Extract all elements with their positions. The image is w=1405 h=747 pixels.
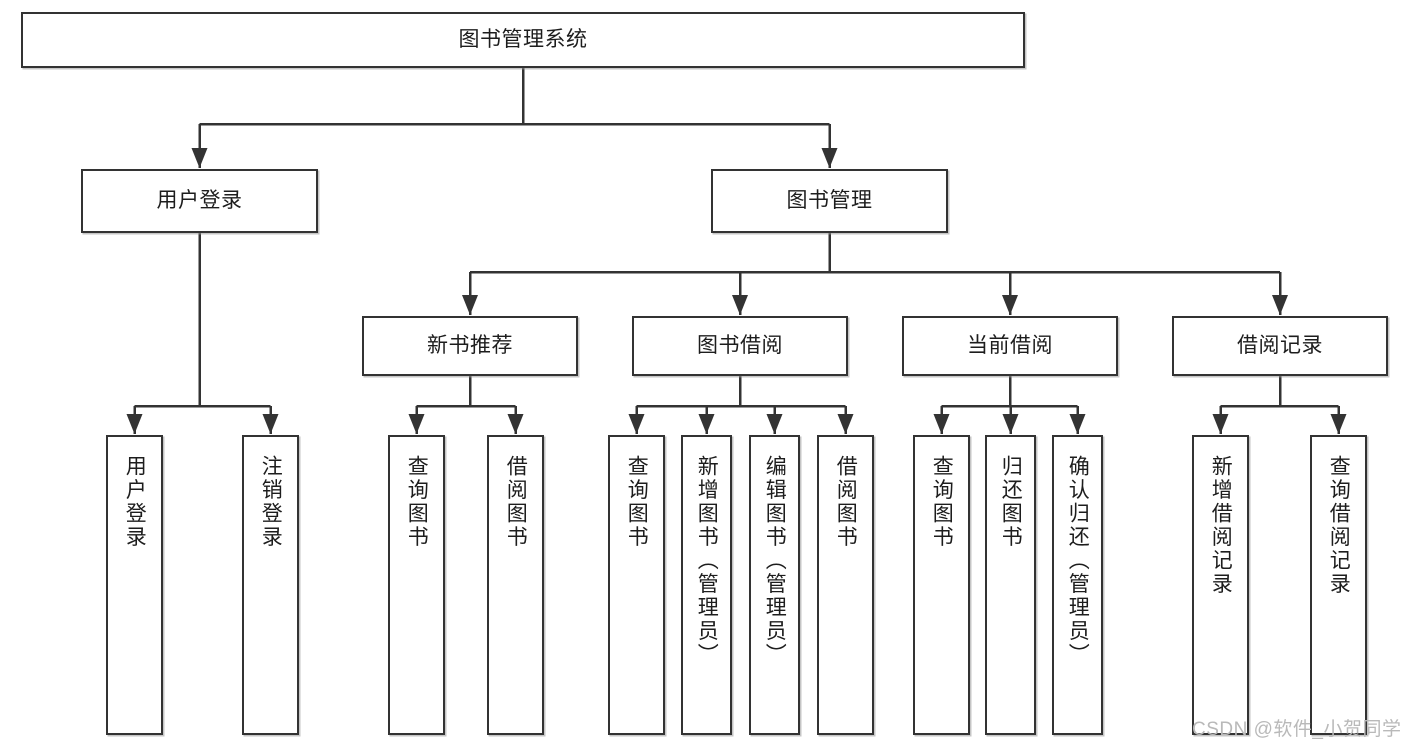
- node-leaf_0[interactable]: 用户登录: [106, 435, 163, 735]
- edge-arrowhead: [628, 414, 645, 434]
- node-label: 新增借阅记录: [1209, 455, 1233, 596]
- node-label: 查询图书: [625, 455, 649, 549]
- node-leaf_5[interactable]: 新增图书（管理员）: [681, 435, 732, 735]
- edge-arrowhead: [732, 295, 748, 315]
- edge-arrowhead: [1272, 295, 1288, 315]
- node-l1_0[interactable]: 用户登录: [81, 169, 318, 233]
- csdn-watermark: CSDN @软件_小贺同学: [1192, 719, 1402, 740]
- node-label: 借阅图书: [504, 455, 528, 549]
- node-label: 归还图书: [999, 455, 1023, 549]
- node-leaf_7[interactable]: 借阅图书: [817, 435, 874, 735]
- node-leaf_8[interactable]: 查询图书: [913, 435, 970, 735]
- node-leaf_6[interactable]: 编辑图书（管理员）: [749, 435, 800, 735]
- node-leaf_12[interactable]: 查询借阅记录: [1310, 435, 1367, 735]
- node-label: 查询图书: [405, 455, 429, 549]
- node-label: 用户登录: [123, 455, 147, 549]
- node-label: 确认归还（管理员）: [1066, 455, 1090, 667]
- node-leaf_1[interactable]: 注销登录: [242, 435, 299, 735]
- edge-arrowhead: [933, 414, 950, 434]
- edge-arrowhead: [1002, 295, 1018, 315]
- edge-arrowhead: [126, 414, 143, 434]
- node-leaf_11[interactable]: 新增借阅记录: [1192, 435, 1249, 735]
- node-leaf_2[interactable]: 查询图书: [388, 435, 445, 735]
- edge-arrowhead: [821, 148, 838, 168]
- node-l1_1[interactable]: 图书管理: [711, 169, 948, 233]
- edge-arrowhead: [462, 295, 478, 315]
- node-label: 图书管理系统: [458, 27, 588, 51]
- node-label: 编辑图书（管理员）: [763, 455, 787, 667]
- edge-arrowhead: [262, 414, 279, 434]
- edge-arrowhead: [837, 414, 854, 434]
- node-l2_3[interactable]: 借阅记录: [1172, 316, 1388, 376]
- node-label: 借阅图书: [834, 455, 858, 549]
- edge-arrowhead: [1069, 414, 1086, 434]
- edge-arrowhead: [1330, 414, 1347, 434]
- node-label: 注销登录: [259, 455, 283, 549]
- edge-arrowhead: [408, 414, 425, 434]
- node-l2_0[interactable]: 新书推荐: [362, 316, 578, 376]
- node-label: 查询借阅记录: [1327, 455, 1351, 596]
- edge-arrowhead: [507, 414, 524, 434]
- node-leaf_10[interactable]: 确认归还（管理员）: [1052, 435, 1103, 735]
- edge-arrowhead: [766, 414, 783, 434]
- node-leaf_9[interactable]: 归还图书: [985, 435, 1036, 735]
- edge-arrowhead: [1002, 414, 1019, 434]
- node-l2_2[interactable]: 当前借阅: [902, 316, 1118, 376]
- node-label: 图书借阅: [697, 333, 783, 357]
- node-label: 图书管理: [786, 188, 873, 212]
- edge-arrowhead: [191, 148, 208, 168]
- node-l2_1[interactable]: 图书借阅: [632, 316, 848, 376]
- node-label: 当前借阅: [967, 333, 1053, 357]
- edge-arrowhead: [1212, 414, 1229, 434]
- node-leaf_4[interactable]: 查询图书: [608, 435, 665, 735]
- node-label: 借阅记录: [1237, 333, 1323, 357]
- edge-arrowhead: [698, 414, 715, 434]
- node-label: 用户登录: [156, 188, 243, 212]
- node-label: 查询图书: [930, 455, 954, 549]
- node-leaf_3[interactable]: 借阅图书: [487, 435, 544, 735]
- node-label: 新增图书（管理员）: [695, 455, 719, 667]
- node-label: 新书推荐: [427, 333, 513, 357]
- node-root[interactable]: 图书管理系统: [21, 12, 1025, 68]
